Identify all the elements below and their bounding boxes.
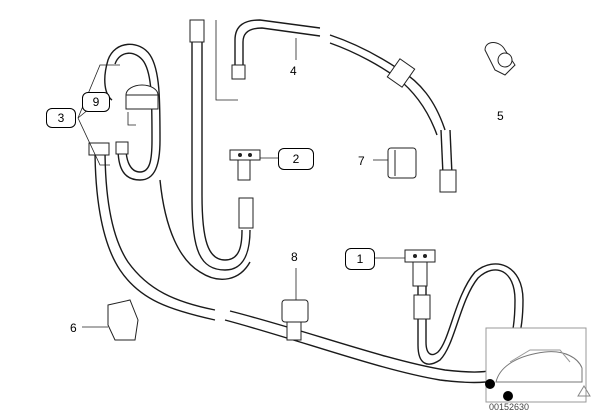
hose-4	[231, 19, 457, 193]
callout-2[interactable]: 2	[278, 148, 314, 170]
callout-3[interactable]: 3	[46, 108, 76, 128]
hose-loop-left	[104, 43, 161, 181]
hose-right	[413, 263, 524, 366]
clip-part-5	[484, 42, 516, 76]
vehicle-inset	[485, 327, 591, 403]
document-number: 00152630	[489, 402, 530, 412]
callout-1[interactable]: 1	[345, 248, 375, 270]
clip-part-8	[281, 299, 309, 341]
nozzle-part-2	[229, 149, 261, 181]
callout-8[interactable]: 8	[291, 250, 298, 264]
callout-7[interactable]: 7	[358, 154, 365, 168]
clip-part-6	[107, 299, 139, 341]
callout-4[interactable]: 4	[290, 64, 297, 78]
connector-part-7	[387, 147, 417, 179]
callout-5[interactable]: 5	[497, 109, 504, 123]
hose-big-loop	[159, 179, 251, 280]
callout-6[interactable]: 6	[70, 321, 77, 335]
valve-part-9	[125, 84, 159, 126]
hose-vertical-center	[189, 19, 254, 271]
callout-9[interactable]: 9	[82, 92, 110, 112]
nozzle-part-1	[404, 249, 436, 287]
